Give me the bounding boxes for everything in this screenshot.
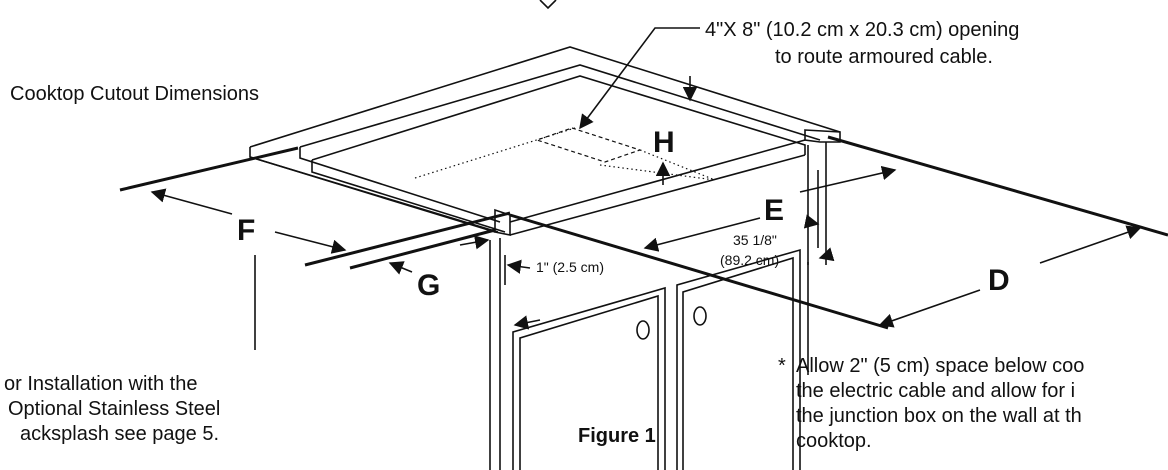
allow-note-line1: Allow 2" (5 cm) space below coo	[796, 355, 1084, 377]
cabinet	[489, 142, 827, 470]
label-g: G	[417, 269, 440, 302]
cutout-title: Cooktop Cutout Dimensions	[10, 83, 259, 105]
opening-note-line2: to route armoured cable.	[775, 46, 993, 68]
depth-metric: (89.2 cm)	[720, 252, 779, 268]
label-h: H	[653, 126, 675, 159]
countertop-frame	[249, 46, 841, 236]
opening-leader	[579, 27, 700, 130]
dimension-e	[643, 165, 897, 252]
dimension-f	[119, 146, 511, 350]
figure-caption: Figure 1	[578, 425, 656, 447]
backsplash-note-line3: acksplash see page 5.	[20, 423, 219, 445]
allow-note-line4: cooktop.	[796, 430, 872, 452]
backsplash-note-line2: Optional Stainless Steel	[8, 398, 220, 420]
depth-imperial: 35 1/8"	[733, 232, 777, 248]
dimension-edge	[504, 255, 541, 330]
label-e: E	[764, 194, 784, 227]
label-f: F	[237, 214, 255, 247]
edge-dimension-label: 1" (2.5 cm)	[536, 259, 604, 275]
opening-note-line1: 4"X 8" (10.2 cm x 20.3 cm) opening	[705, 19, 1019, 41]
dimension-d	[509, 135, 1168, 330]
label-d: D	[988, 264, 1010, 297]
dimension-depth	[803, 170, 835, 375]
cable-opening-outline	[414, 127, 716, 181]
allow-note-line2: the electric cable and allow for i	[796, 380, 1075, 402]
backsplash-note-line1: or Installation with the	[4, 373, 197, 395]
dimension-g	[349, 228, 496, 275]
allow-note-line3: the junction box on the wall at th	[796, 405, 1082, 427]
dimension-h	[655, 76, 698, 185]
top-arrow-fragment	[539, 0, 557, 10]
allow-note-asterisk: *	[778, 355, 786, 377]
